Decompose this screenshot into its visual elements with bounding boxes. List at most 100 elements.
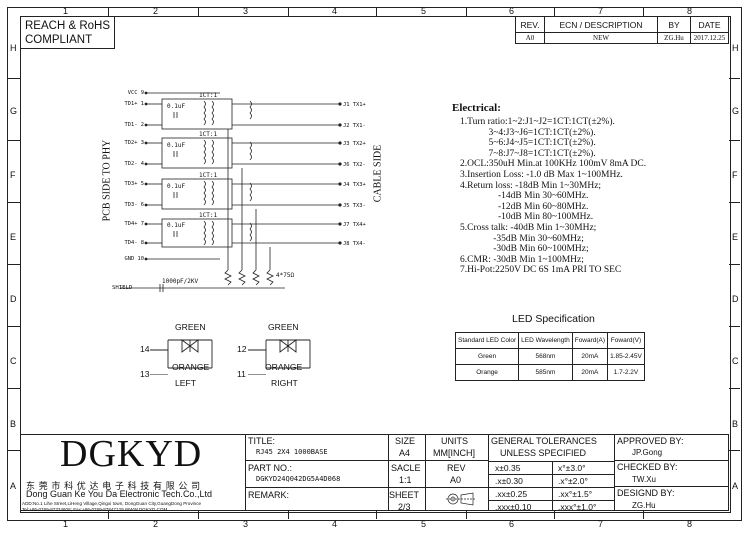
electrical-title: Electrical: [452, 102, 501, 114]
led-left-pin-bottom: 13 [140, 369, 150, 379]
rev-header-ecn: ECN / DESCRIPTION [544, 16, 658, 33]
led-header: Foward(V) [607, 332, 645, 349]
electrical-spec-line: 7~8:J7~J8=1CT:1CT(±2%). [460, 148, 596, 159]
zone-tick [198, 7, 199, 16]
zone-label: 1 [63, 519, 69, 529]
zone-label: 4 [332, 6, 338, 16]
zone-label: C [10, 356, 17, 366]
electrical-spec-line: 3.Insertion Loss: -1.0 dB Max 1~100MHz. [460, 169, 623, 180]
pin-label: J6 TX2- [343, 162, 366, 168]
zone-label: H [10, 43, 17, 53]
zone-label: 5 [421, 519, 427, 529]
pin-label: VCC 9 [127, 90, 144, 96]
zone-tick [7, 326, 20, 327]
led-right-top: GREEN [268, 322, 299, 332]
transformer-schematic [120, 91, 342, 292]
cap-label: 0.1uF [167, 103, 186, 110]
rev-value: A0 [450, 475, 462, 485]
electrical-spec-line: -30dB Min 60~100MHz; [460, 244, 589, 255]
pin-label: J7 TX4+ [343, 222, 366, 228]
zone-label: 7 [598, 6, 604, 16]
size-value: A4 [399, 448, 411, 458]
lct-label: 1CT:1 [199, 172, 218, 179]
led-diagram-left [150, 339, 213, 375]
electrical-spec-line: 1.Turn ratio:1~2:J1~J2=1CT:1CT(±2%). [460, 117, 615, 127]
zone-tick [729, 450, 740, 451]
company-address: ADD:No.1 Lihe Street,LiHeng Village,Qing… [22, 501, 202, 506]
tolerance-value: .xx°±1.5° [558, 489, 593, 499]
zone-label: 2 [153, 6, 159, 16]
tolerance-value: x±0.35 [495, 463, 521, 473]
electrical-spec-line: 4.Return loss: -18dB Min 1~30MHz; [460, 180, 602, 191]
pin-label: J1 TX1+ [343, 102, 366, 108]
zone-label: B [732, 419, 739, 429]
zone-label: B [10, 419, 17, 429]
units-value: MM[INCH] [433, 448, 475, 458]
lct-label: 1CT:1 [199, 92, 218, 99]
electrical-spec-list: 1.Turn ratio:1~2:J1~J2=1CT:1CT(±2%). 3~4… [460, 117, 646, 276]
electrical-spec-line: 3~4:J3~J6=1CT:1CT(±2%). [460, 127, 596, 138]
led-header: Standard LED Color [454, 332, 520, 349]
zone-label: 7 [598, 519, 604, 529]
pin-label: GND 10 [124, 256, 144, 262]
pin-label: TD4+ 7 [124, 221, 144, 227]
led-spec-table: Standard LED Color LED Wavelength Foward… [454, 332, 645, 381]
company-contact: Tel:+86-0769-87334608; Fax:+86-0769-8784… [22, 507, 168, 512]
rev-value-ecn: NEW [544, 32, 658, 44]
zone-label: 1 [63, 6, 69, 16]
zone-tick [108, 7, 109, 16]
led-cell: 568nm [518, 348, 573, 365]
company-logo: DGKYD [60, 433, 203, 475]
title-block [20, 434, 729, 511]
electrical-spec-line: -14dB Min 30~60MHz. [460, 191, 589, 202]
led-right-pin-bottom: 11 [237, 369, 246, 379]
shield-label: SHIELD [112, 285, 133, 291]
led-right-bottom: ORANGE [265, 362, 303, 372]
zone-tick [729, 264, 740, 265]
title-value: RJ45 2X4 1000BASE [256, 448, 328, 456]
led-cell: 585nm [518, 364, 573, 381]
zone-label: F [10, 170, 16, 180]
zone-tick [376, 7, 377, 16]
approved-label: APPROVED BY: [617, 436, 684, 446]
zone-label: 8 [687, 519, 693, 529]
zone-tick [198, 511, 199, 519]
zone-tick [643, 7, 644, 16]
scale-label: SACLE [391, 463, 421, 473]
tolerance-value: .x°±2.0° [558, 476, 588, 486]
electrical-spec-line: 2.OCL:350uH Min.at 100KHz 100mV 8mA DC. [460, 159, 647, 170]
led-cell: Orange [454, 364, 520, 381]
left-pin-labels: VCC 9 TD1+ 1 TD1- 2 TD2+ 3 TD2- 4 TD3+ 5… [114, 88, 144, 264]
led-header: Foward(A) [571, 332, 609, 349]
zone-label: A [10, 481, 17, 491]
compliance-line-1: REACH & RoHS [25, 20, 110, 32]
zone-tick [729, 78, 740, 79]
led-cell: 1.7-2.2V [607, 364, 645, 381]
zone-tick [554, 7, 555, 16]
zone-label: 2 [153, 519, 159, 529]
title-label: TITLE: [248, 436, 276, 446]
pin-label: TD3+ 5 [124, 181, 144, 187]
right-pin-labels: J1 TX1+ J2 TX1- J3 TX2+ J6 TX2- J4 TX3+ … [343, 100, 366, 249]
rev-value-rev: A0 [515, 32, 545, 44]
led-cell: Green [454, 348, 520, 365]
zone-label: 3 [243, 6, 249, 16]
zone-label: 3 [243, 519, 249, 529]
rev-header-rev: REV. [515, 16, 545, 33]
led-left-bottom: ORANGE [172, 362, 210, 372]
led-diagram-right [248, 339, 311, 375]
zone-tick [7, 264, 20, 265]
pin-label: J4 TX3+ [343, 182, 366, 188]
led-cell: 1.85-2.45V [607, 348, 645, 365]
tolerance-title-2: UNLESS SPECIFIED [500, 448, 587, 458]
sheet-value: 2/3 [398, 502, 411, 512]
pin-label: TD2- 4 [124, 161, 144, 167]
company-name-cn: 东 莞 市 科 优 达 电 子 科 技 有 限 公 司 [26, 481, 201, 491]
zone-tick [7, 78, 20, 79]
zone-label: D [732, 294, 739, 304]
pin-label: TD3- 6 [124, 202, 144, 208]
resistor-label: 4*75Ω [276, 272, 295, 279]
electrical-spec-line: -35dB Min 30~60MHz; [460, 233, 584, 244]
designed-label: DESIGND BY: [617, 488, 675, 498]
rev-value-date: 2017.12.25 [690, 32, 729, 44]
